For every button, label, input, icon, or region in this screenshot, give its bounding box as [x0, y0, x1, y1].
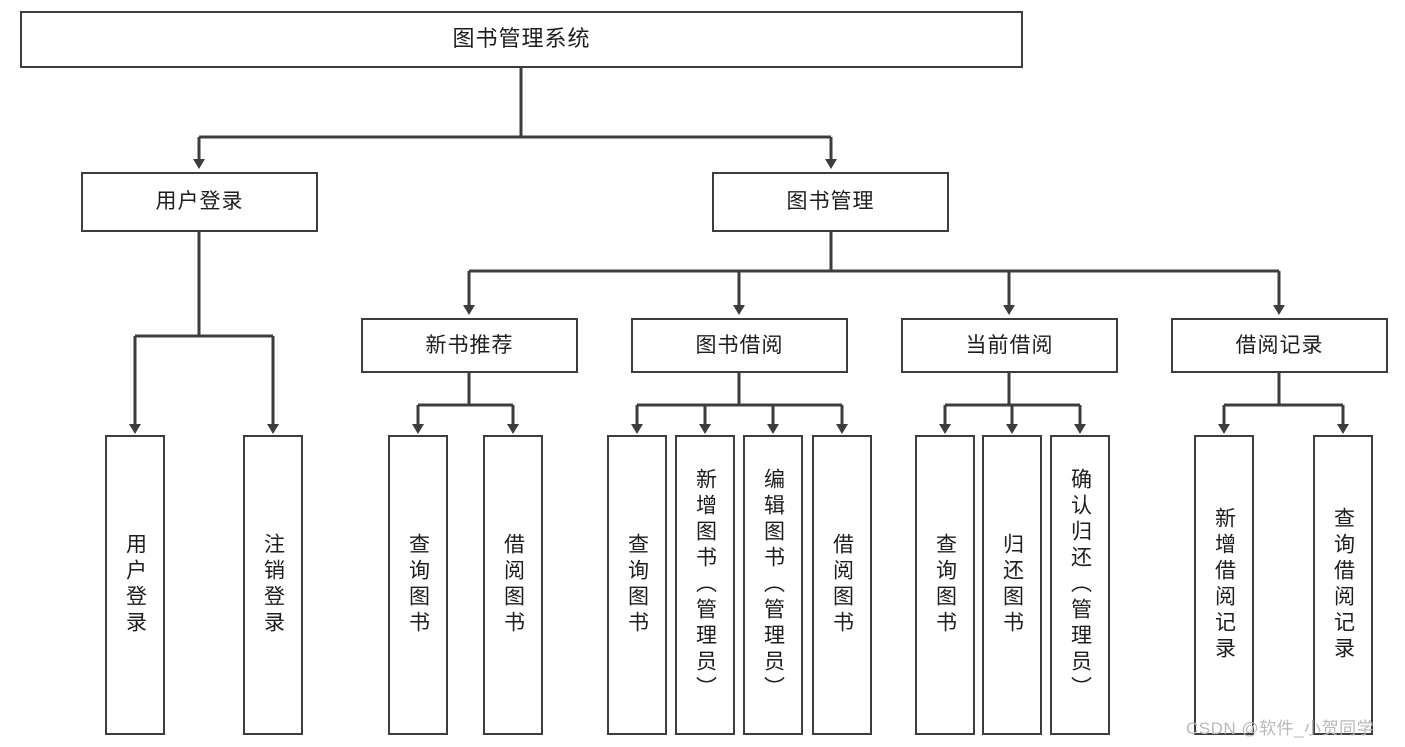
node-label: 用户登录: [123, 533, 147, 637]
leaf-add-book[interactable]: 新增图书（管理员）: [675, 435, 735, 735]
node-label: 查询图书: [406, 533, 430, 637]
watermark: CSDN @软件_小贺同学: [1186, 719, 1375, 738]
leaf-return-book[interactable]: 归还图书: [982, 435, 1042, 735]
node-label: 编辑图书（管理员）: [761, 468, 785, 702]
node-label: 当前借阅: [965, 333, 1054, 357]
leaf-user-login[interactable]: 用户登录: [105, 435, 165, 735]
node-user-login[interactable]: 用户登录: [81, 172, 318, 232]
node-label: 注销登录: [261, 533, 285, 637]
node-label: 图书管理: [786, 190, 875, 214]
node-book-borrow[interactable]: 图书借阅: [631, 318, 848, 373]
node-label: 图书管理系统: [452, 26, 591, 52]
node-borrow-record[interactable]: 借阅记录: [1171, 318, 1388, 373]
leaf-query-book-3[interactable]: 查询图书: [915, 435, 975, 735]
leaf-confirm-return[interactable]: 确认归还（管理员）: [1050, 435, 1110, 735]
node-root-system[interactable]: 图书管理系统: [20, 11, 1023, 68]
node-label: 确认归还（管理员）: [1068, 468, 1092, 702]
node-current-borrow[interactable]: 当前借阅: [901, 318, 1118, 373]
leaf-add-record[interactable]: 新增借阅记录: [1194, 435, 1254, 735]
leaf-borrow-book-1[interactable]: 借阅图书: [483, 435, 543, 735]
leaf-query-book-1[interactable]: 查询图书: [388, 435, 448, 735]
node-book-manage[interactable]: 图书管理: [712, 172, 949, 232]
node-label: 查询图书: [625, 533, 649, 637]
leaf-borrow-book-2[interactable]: 借阅图书: [812, 435, 872, 735]
node-label: 归还图书: [1000, 533, 1024, 637]
node-new-book-rec[interactable]: 新书推荐: [361, 318, 578, 373]
node-label: 图书借阅: [695, 333, 784, 357]
node-label: 查询借阅记录: [1331, 507, 1355, 663]
node-label: 新书推荐: [425, 333, 514, 357]
node-label: 新增图书（管理员）: [693, 468, 717, 702]
node-label: 借阅图书: [830, 533, 854, 637]
node-label: 借阅记录: [1235, 333, 1324, 357]
leaf-query-book-2[interactable]: 查询图书: [607, 435, 667, 735]
node-label: 查询图书: [933, 533, 957, 637]
leaf-query-record[interactable]: 查询借阅记录: [1313, 435, 1373, 735]
node-label: 用户登录: [155, 190, 244, 214]
leaf-edit-book[interactable]: 编辑图书（管理员）: [743, 435, 803, 735]
node-label: 新增借阅记录: [1212, 507, 1236, 663]
node-label: 借阅图书: [501, 533, 525, 637]
leaf-logout-login[interactable]: 注销登录: [243, 435, 303, 735]
